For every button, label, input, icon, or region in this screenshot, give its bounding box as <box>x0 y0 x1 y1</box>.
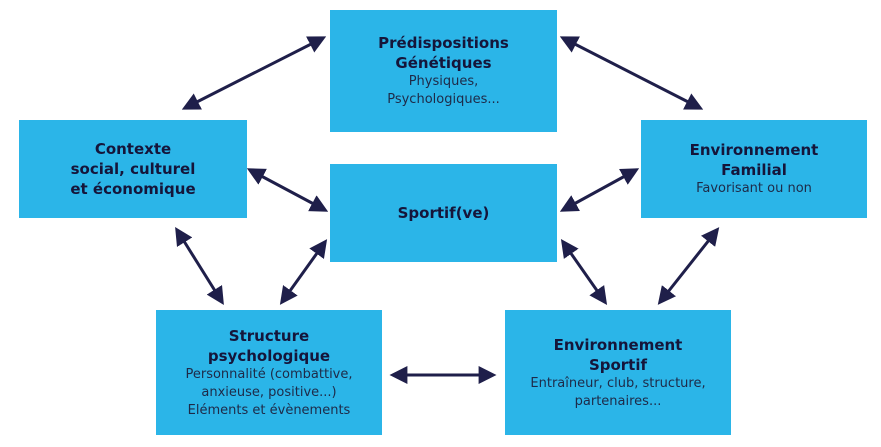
arrow-predispositions-familial <box>559 36 704 110</box>
node-contexte: Contexte social, culturel et économique <box>19 120 247 218</box>
node-familial-title: Environnement Familial <box>689 141 819 179</box>
node-predispositions-subtitle: Physiques, Psychologiques... <box>387 74 500 107</box>
node-psychologique-subtitle: Personnalité (combattive, anxieuse, posi… <box>185 366 353 418</box>
node-env-sportif: Environnement Sportif Entraîneur, club, … <box>505 310 731 435</box>
arrow-sportif-familial <box>559 168 640 212</box>
node-psychologique: Structure psychologique Personnalité (co… <box>156 310 382 435</box>
node-predispositions: Prédispositions Génétiques Physiques, Ps… <box>330 10 557 132</box>
arrow-contexte-predispositions <box>181 36 327 110</box>
node-familial-subtitle: Favorisant ou non <box>696 181 812 196</box>
node-psychologique-title: Structure psychologique <box>207 326 331 365</box>
node-contexte-title: Contexte social, culturel et économique <box>70 140 196 198</box>
arrow-sportif-psychologique <box>279 239 328 305</box>
arrow-sportif-env-sportif <box>560 239 608 305</box>
node-sportif: Sportif(ve) <box>330 164 557 262</box>
arrow-contexte-psychologique <box>175 226 224 306</box>
node-env-sportif-title: Environnement Sportif <box>553 335 683 374</box>
arrow-contexte-sportif <box>246 168 329 212</box>
node-env-sportif-subtitle: Entraîneur, club, structure, partenaires… <box>530 375 706 409</box>
node-familial: Environnement Familial Favorisant ou non <box>641 120 867 218</box>
node-sportif-title: Sportif(ve) <box>397 204 490 222</box>
node-predispositions-title: Prédispositions Génétiques <box>378 34 509 72</box>
arrow-familial-env-sportif <box>657 227 720 305</box>
